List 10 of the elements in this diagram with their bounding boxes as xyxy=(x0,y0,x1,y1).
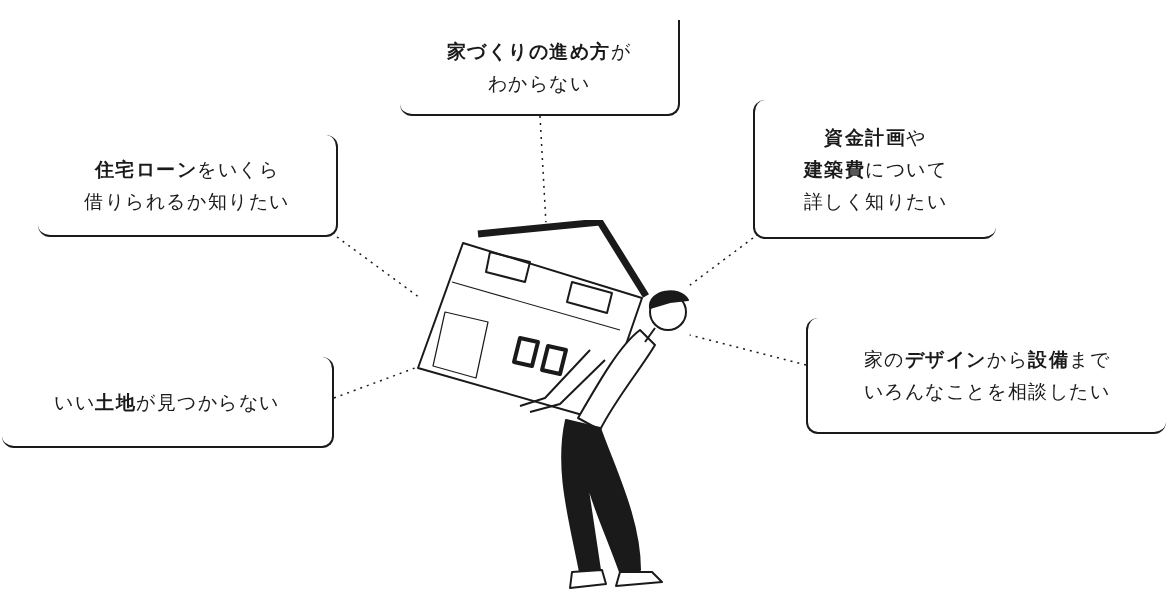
leader-line xyxy=(336,236,419,298)
concern-text: 資金計画や建築費について詳しく知りたい xyxy=(803,124,948,214)
leader-line xyxy=(688,334,807,366)
concern-text: 住宅ローンをいくら借りられるか知りたい xyxy=(84,157,290,214)
person-carrying-house-drawing xyxy=(416,220,692,592)
concern-text: 家づくりの進め方がわからない xyxy=(446,39,632,96)
leader-line xyxy=(689,237,754,286)
concern-text: いい土地が見つからない xyxy=(54,389,280,415)
leader-line xyxy=(539,115,547,223)
concern-text: 家のデザインから設備までいろんなことを相談したい xyxy=(863,347,1111,404)
